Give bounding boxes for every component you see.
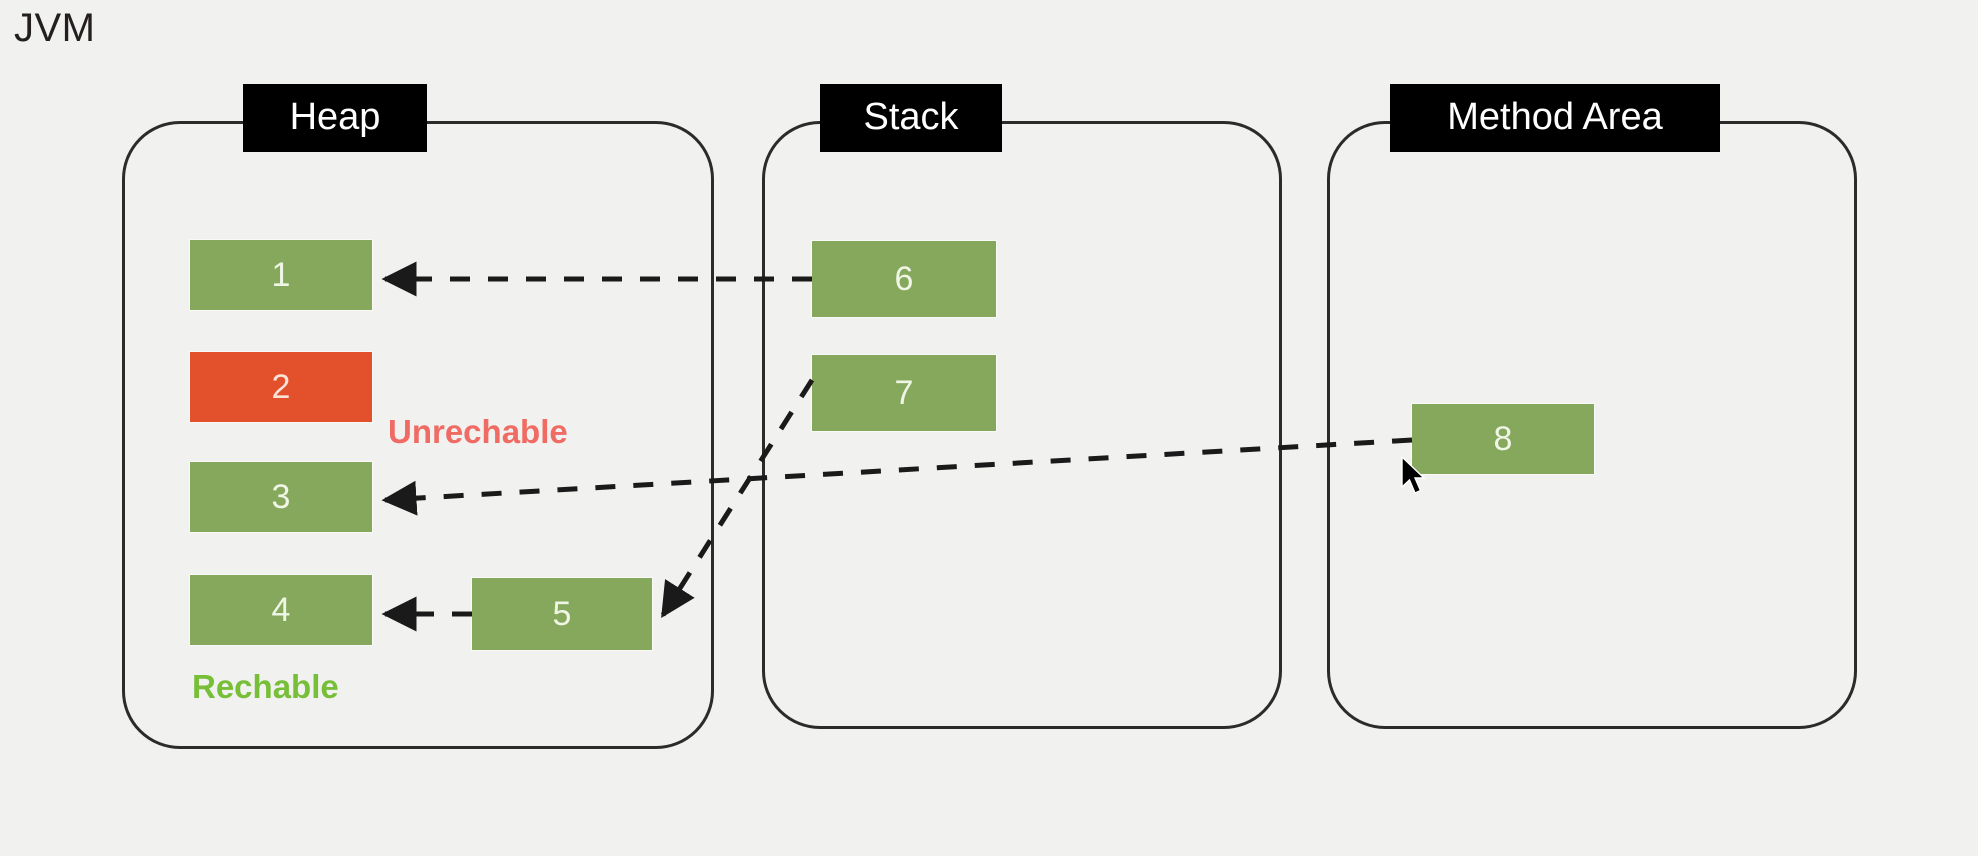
object-box-6[interactable]: 6 <box>812 241 996 317</box>
object-box-label: 8 <box>1493 420 1513 458</box>
region-chip-stack: Stack <box>820 84 1002 152</box>
object-box-8[interactable]: 8 <box>1412 404 1594 474</box>
caption-unreachable: Unrechable <box>388 413 568 450</box>
object-box-label: 5 <box>552 595 572 633</box>
object-box-label: 7 <box>894 374 914 412</box>
page-title: JVM <box>14 6 96 50</box>
object-box-label: 6 <box>894 260 914 298</box>
object-box-label: 3 <box>271 478 291 516</box>
object-box-label: 4 <box>271 591 291 629</box>
object-box-7[interactable]: 7 <box>812 355 996 431</box>
object-box-1[interactable]: 1 <box>190 240 372 310</box>
object-box-5[interactable]: 5 <box>472 578 652 650</box>
object-box-3[interactable]: 3 <box>190 462 372 532</box>
object-box-2[interactable]: 2 <box>190 352 372 422</box>
region-chip-method-area: Method Area <box>1390 84 1720 152</box>
object-box-label: 2 <box>271 368 291 406</box>
caption-reachable: Rechable <box>192 668 339 705</box>
object-box-label: 1 <box>271 256 291 294</box>
region-chip-heap: Heap <box>243 84 427 152</box>
object-box-4[interactable]: 4 <box>190 575 372 645</box>
